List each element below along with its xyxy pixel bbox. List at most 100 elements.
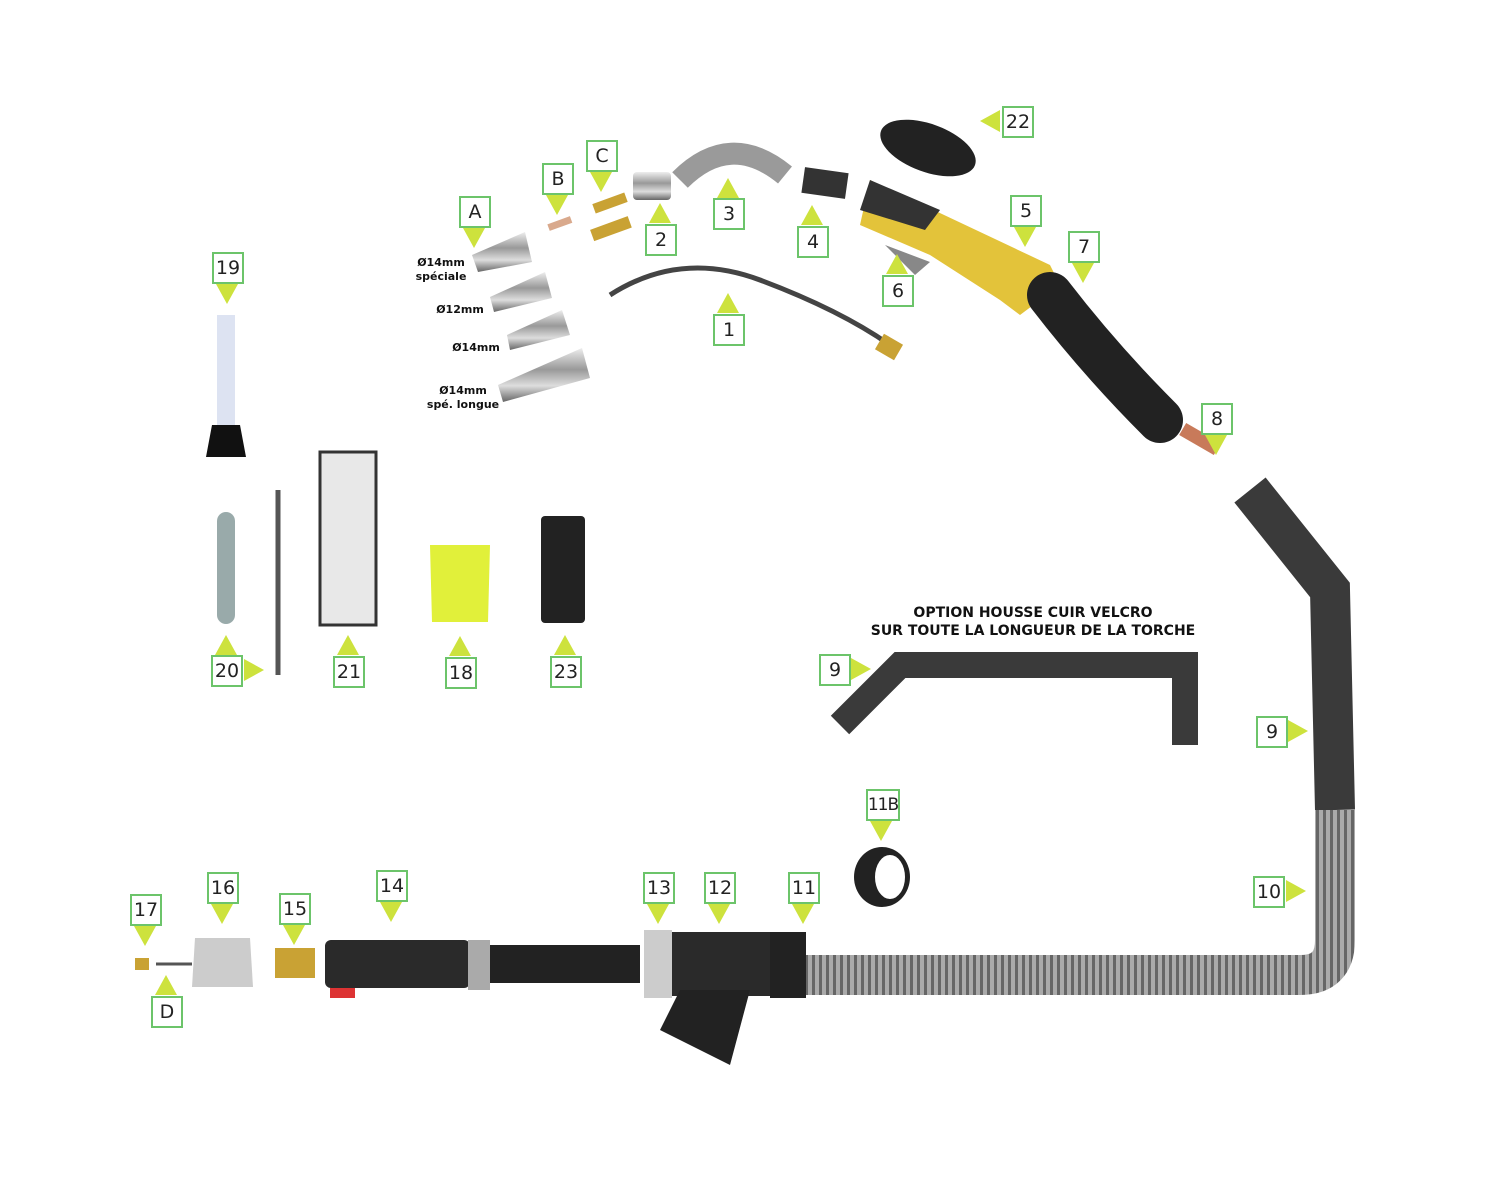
callout-9-option: 9 bbox=[819, 654, 851, 686]
neck-nut bbox=[801, 167, 849, 199]
caption-line: Ø14mm bbox=[417, 256, 465, 269]
nozzle-caption-3: Ø14mm bbox=[452, 341, 500, 354]
nozzle-14mm-speciale bbox=[472, 232, 532, 272]
callout-11: 11 bbox=[788, 872, 820, 904]
branch bbox=[660, 990, 750, 1065]
arrow-icon bbox=[337, 635, 359, 655]
spring-10 bbox=[790, 810, 1355, 995]
gauge-19 bbox=[217, 315, 235, 425]
tip-holder bbox=[592, 192, 628, 214]
arrow-icon bbox=[546, 195, 568, 215]
caption-line: spé. longue bbox=[426, 398, 500, 411]
caption-line: Ø14mm bbox=[439, 384, 487, 397]
arrow-icon bbox=[649, 203, 671, 223]
callout-5: 5 bbox=[1010, 195, 1042, 227]
arrow-icon bbox=[283, 925, 305, 945]
connector-14 bbox=[325, 940, 470, 988]
connector-15 bbox=[275, 948, 315, 978]
handle-top bbox=[860, 180, 940, 230]
callout-22: 22 bbox=[1002, 106, 1034, 138]
liner-end bbox=[874, 333, 904, 361]
part-23 bbox=[541, 516, 585, 623]
callout-13: 13 bbox=[643, 872, 675, 904]
callout-2: 2 bbox=[645, 224, 677, 256]
callout-c: C bbox=[586, 140, 618, 172]
arrow-icon bbox=[1014, 227, 1036, 247]
callout-17: 17 bbox=[130, 894, 162, 926]
arrow-icon bbox=[590, 172, 612, 192]
callout-10: 10 bbox=[1253, 876, 1285, 908]
callout-4: 4 bbox=[797, 226, 829, 258]
option-note: OPTION HOUSSE CUIR VELCRO SUR TOUTE LA LO… bbox=[860, 604, 1206, 640]
callout-23: 23 bbox=[550, 656, 582, 688]
callout-18: 18 bbox=[445, 657, 477, 689]
callout-12: 12 bbox=[704, 872, 736, 904]
spring-rear bbox=[490, 945, 640, 983]
option-line-1: OPTION HOUSSE CUIR VELCRO bbox=[913, 605, 1153, 621]
tube-21 bbox=[318, 450, 378, 627]
callout-8: 8 bbox=[1201, 403, 1233, 435]
callout-d: D bbox=[151, 996, 183, 1028]
part-11 bbox=[770, 932, 806, 998]
callout-3: 3 bbox=[713, 198, 745, 230]
arrow-icon bbox=[717, 293, 739, 313]
arrow-icon bbox=[554, 635, 576, 655]
callout-19: 19 bbox=[212, 252, 244, 284]
arrow-icon bbox=[801, 205, 823, 225]
callout-1: 1 bbox=[713, 314, 745, 346]
arrow-icon bbox=[1288, 720, 1308, 742]
cable-cover-9 bbox=[1234, 477, 1355, 811]
callout-a: A bbox=[459, 196, 491, 228]
callout-b: B bbox=[542, 163, 574, 195]
ring-13 bbox=[644, 930, 672, 998]
callout-15: 15 bbox=[279, 893, 311, 925]
clip-22 bbox=[880, 119, 976, 177]
nozzle-14mm-longue bbox=[498, 348, 590, 402]
option-line-2: SUR TOUTE LA LONGUEUR DE LA TORCHE bbox=[870, 623, 1196, 639]
arrow-icon bbox=[449, 636, 471, 656]
arrow-icon bbox=[980, 110, 1000, 132]
arrow-icon bbox=[1072, 263, 1094, 283]
callout-9: 9 bbox=[1256, 716, 1288, 748]
callout-6: 6 bbox=[882, 275, 914, 307]
nozzle-12mm bbox=[490, 272, 552, 312]
tip-holder-2 bbox=[590, 216, 632, 242]
arrow-icon bbox=[792, 904, 814, 924]
swan-neck bbox=[672, 142, 792, 189]
arrow-icon bbox=[463, 228, 485, 248]
nozzle-14mm bbox=[507, 310, 570, 350]
part-17 bbox=[135, 958, 149, 970]
callout-16: 16 bbox=[207, 872, 239, 904]
part-2-insulator bbox=[633, 172, 671, 200]
grip bbox=[1027, 272, 1183, 443]
arrow-icon bbox=[708, 904, 730, 924]
callout-11b: 11B bbox=[866, 789, 900, 821]
arrow-icon bbox=[886, 254, 908, 274]
callout-20: 20 bbox=[211, 655, 243, 687]
arrow-icon bbox=[216, 284, 238, 304]
arrow-icon bbox=[717, 178, 739, 198]
arrow-icon bbox=[155, 975, 177, 995]
arrow-icon bbox=[211, 904, 233, 924]
arrow-icon bbox=[244, 659, 264, 681]
callout-14: 14 bbox=[376, 870, 408, 902]
arrow-icon bbox=[851, 658, 871, 680]
caption-line: spéciale bbox=[415, 270, 467, 283]
optional-cover bbox=[830, 652, 1198, 745]
contact-tip bbox=[547, 216, 573, 231]
callout-7: 7 bbox=[1068, 231, 1100, 263]
key-20 bbox=[217, 512, 235, 624]
nozzle-caption-2: Ø12mm bbox=[436, 303, 484, 316]
arrow-icon bbox=[1205, 435, 1227, 455]
arrow-icon bbox=[215, 635, 237, 655]
part-18 bbox=[430, 545, 490, 622]
callout-21: 21 bbox=[333, 656, 365, 688]
arrow-icon bbox=[134, 926, 156, 946]
arrow-icon bbox=[870, 821, 892, 841]
arrow-icon bbox=[1286, 880, 1306, 902]
nut-16 bbox=[192, 938, 253, 987]
liner bbox=[608, 265, 892, 348]
